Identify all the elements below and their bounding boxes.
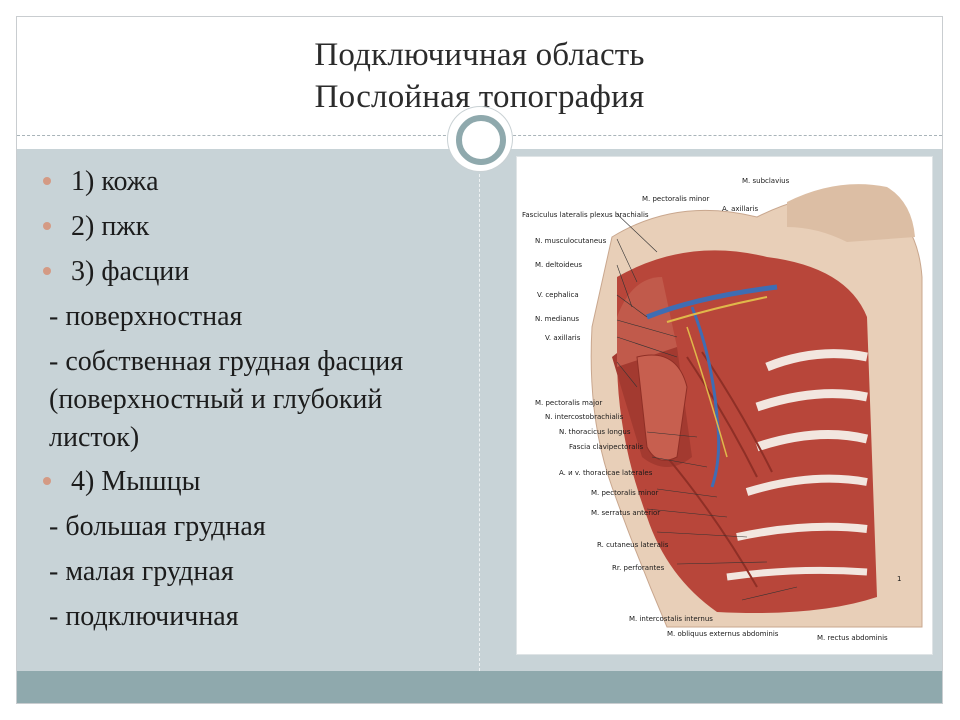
list-item: 2) пжк — [43, 208, 477, 253]
list-subitem: - поверхностная — [49, 301, 243, 332]
figure-label: N. medianus — [535, 315, 580, 323]
figure-label: N. musculocutaneus — [535, 237, 607, 245]
bullet-dot-icon — [43, 222, 51, 230]
list-item: 4) Мышцы — [43, 463, 477, 508]
figure-label: V. axillaris — [545, 334, 581, 342]
figure-label: Rr. perforantes — [612, 564, 665, 572]
figure-label: M. pectoralis major — [535, 399, 603, 407]
ring-ornament-icon — [448, 107, 512, 171]
list-subitem: - подключичная — [49, 601, 239, 632]
column-divider — [479, 149, 480, 671]
figure-label: A. и v. thoracicae laterales — [559, 469, 653, 477]
figure-label: M. pectoralis minor — [642, 195, 710, 203]
figure-label: M. pectoralis minor — [591, 489, 659, 497]
figure-label: N. thoracicus longus — [559, 428, 631, 436]
figure-label: R. cutaneus lateralis — [597, 541, 669, 549]
list-item: 1) кожа — [43, 163, 477, 208]
list-subitem: - большая грудная — [49, 511, 266, 542]
figure-label: Fascia clavipectoralis — [569, 443, 644, 451]
figure-label: A. axillaris — [722, 205, 759, 213]
anatomy-illustration: M. subclavius M. pectoralis minor A. axi… — [517, 157, 932, 654]
figure-label: M. deltoideus — [535, 261, 582, 269]
list-subitem: - малая грудная — [49, 556, 234, 587]
bullet-dot-icon — [43, 177, 51, 185]
slide-title: Подключичная область — [314, 37, 645, 73]
bullet-dot-icon — [43, 477, 51, 485]
figure-label: M. rectus abdominis — [817, 634, 888, 642]
figure-label: V. cephalica — [537, 291, 579, 299]
footer-bar — [17, 671, 942, 703]
figure-label: M. obliquus externus abdominis — [667, 630, 779, 638]
figure-label: 1 — [897, 575, 902, 583]
figure-label: Fasciculus lateralis plexus brachialis — [522, 211, 649, 219]
slide: Подключичная область Послойная топографи… — [16, 16, 943, 704]
figure-label: M. subclavius — [742, 177, 790, 185]
bullet-list: 1) кожа 2) пжк 3) фасции - поверхностная… — [43, 163, 477, 643]
bullet-dot-icon — [43, 267, 51, 275]
anatomy-drawing — [517, 157, 932, 654]
figure-label: M. serratus anterior — [591, 509, 661, 517]
figure-label: M. intercostalis internus — [629, 615, 713, 623]
list-item: 3) фасции — [43, 253, 477, 298]
list-subitem: - собственная грудная фасция (поверхност… — [49, 346, 404, 453]
figure-label: N. intercostobrachialis — [545, 413, 624, 421]
